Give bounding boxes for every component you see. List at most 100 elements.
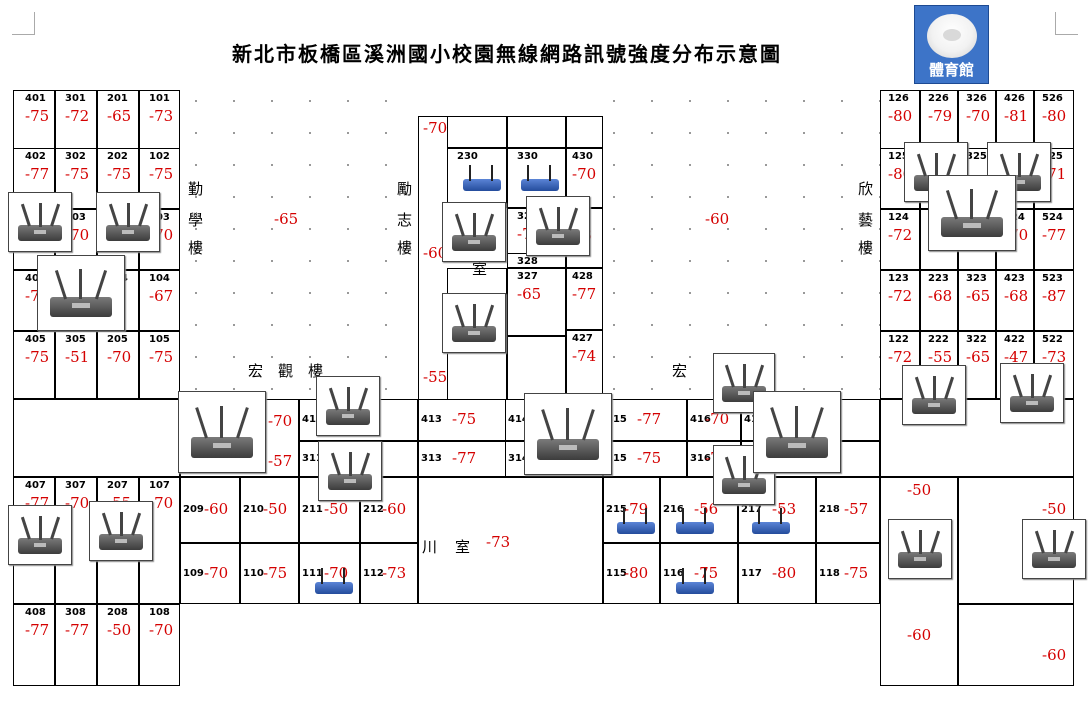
signal-strength: -51 xyxy=(65,348,90,366)
antenna xyxy=(20,517,31,541)
antenna xyxy=(220,406,224,439)
room-number: 525 xyxy=(1042,151,1063,162)
grid-dot xyxy=(689,228,691,230)
grid-dot xyxy=(613,228,615,230)
grid-dot xyxy=(727,292,729,294)
grid-dot xyxy=(765,260,767,262)
room-cell xyxy=(55,90,97,151)
antenna xyxy=(38,203,42,227)
antenna xyxy=(126,203,130,227)
grid-dot xyxy=(347,324,349,326)
room-cell xyxy=(603,441,687,477)
room-cell xyxy=(958,604,1074,686)
grid-dot xyxy=(841,260,843,262)
grid-dot xyxy=(689,196,691,198)
room-number: 301 xyxy=(65,93,86,104)
grid-dot xyxy=(651,100,653,102)
grid-dot xyxy=(765,164,767,166)
grid-dot xyxy=(347,356,349,358)
antenna xyxy=(549,165,551,181)
grid-dot xyxy=(765,324,767,326)
signal-strength: -70 xyxy=(204,563,229,582)
room-number: 112 xyxy=(363,567,384,579)
wifi-router-icon xyxy=(318,441,382,501)
antenna xyxy=(810,407,824,439)
antenna xyxy=(79,269,83,299)
router-body xyxy=(521,179,559,191)
grid-dot xyxy=(841,164,843,166)
room-cell xyxy=(816,543,880,604)
antenna xyxy=(970,189,974,219)
grid-dot xyxy=(727,196,729,198)
signal-strength: -77 xyxy=(637,410,662,428)
antenna xyxy=(704,508,706,524)
grid-dot xyxy=(613,292,615,294)
room-number: 526 xyxy=(1042,93,1063,104)
room-cell xyxy=(13,331,55,399)
grid-dot xyxy=(841,292,843,294)
router-led xyxy=(1025,401,1039,405)
antenna xyxy=(914,377,925,401)
signal-strength: -70 xyxy=(705,410,730,428)
room-number: 523 xyxy=(1042,273,1063,284)
room-number: 116 xyxy=(663,567,684,579)
grid-dot xyxy=(689,164,691,166)
antenna xyxy=(581,409,595,441)
room-number: 313 xyxy=(421,453,442,464)
signal-strength: -50 xyxy=(107,621,132,639)
room-cell xyxy=(1034,209,1074,270)
signal-strength: -75 xyxy=(25,348,50,366)
antenna xyxy=(130,513,141,537)
room-cell xyxy=(13,604,55,686)
grid-dot xyxy=(841,324,843,326)
wifi-router-icon xyxy=(442,202,506,262)
signal-strength: -70 xyxy=(423,119,448,137)
signal-strength: -79 xyxy=(624,500,649,518)
page-title: 新北市板橋區溪洲國小校園無線網路訊號強度分布示意圖 xyxy=(232,42,782,66)
room-cell xyxy=(139,270,180,331)
grid-dot xyxy=(689,100,691,102)
room-number: 207 xyxy=(107,480,128,491)
room-number: 110 xyxy=(243,567,264,579)
signal-strength: -55 xyxy=(423,368,448,386)
room-number: 302 xyxy=(65,151,86,162)
room-cell xyxy=(880,270,920,331)
antenna xyxy=(137,204,148,228)
room-number: 524 xyxy=(1042,212,1063,223)
room-cell xyxy=(139,90,180,151)
grid-dot xyxy=(803,324,805,326)
signal-strength: -50 xyxy=(324,500,349,518)
room-number: 316 xyxy=(690,453,711,464)
grid-dot xyxy=(195,324,197,326)
grid-dot xyxy=(803,228,805,230)
antenna xyxy=(795,406,799,439)
signal-strength: -56 xyxy=(694,500,719,518)
grid-dot xyxy=(651,132,653,134)
signal-strength: -73 xyxy=(382,563,407,582)
grid-dot xyxy=(271,324,273,326)
wifi-router-icon xyxy=(1000,363,1064,423)
signal-strength: -60 xyxy=(1042,646,1067,664)
wifi-router-icon xyxy=(37,255,125,331)
room-label: 川 xyxy=(422,538,438,556)
grid-dot xyxy=(803,100,805,102)
room-number: 222 xyxy=(928,334,949,345)
antenna xyxy=(758,508,760,524)
signal-strength: -68 xyxy=(1004,287,1029,305)
router-led xyxy=(72,303,90,308)
router-led xyxy=(467,331,481,335)
room-number: 315 xyxy=(606,453,627,464)
antenna xyxy=(1017,153,1021,177)
grid-dot xyxy=(385,388,387,390)
grid-dot xyxy=(727,324,729,326)
building-label: 藝 xyxy=(858,211,874,229)
signal-strength: -70 xyxy=(107,348,132,366)
antenna xyxy=(491,165,493,181)
signal-strength: -73 xyxy=(149,107,174,125)
grid-dot xyxy=(803,164,805,166)
grid-dot xyxy=(841,228,843,230)
grid-dot xyxy=(803,196,805,198)
antenna xyxy=(945,154,956,178)
room-number: 201 xyxy=(107,93,128,104)
grid-dot xyxy=(727,260,729,262)
